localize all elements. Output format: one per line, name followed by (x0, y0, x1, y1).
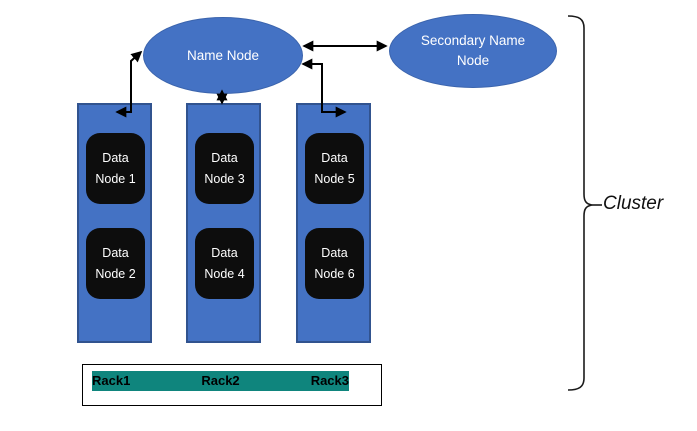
rack1-label: Rack1 (92, 373, 131, 388)
cluster-brace (567, 15, 593, 391)
rack3-label: Rack3 (310, 373, 349, 388)
name-node-label: Name Node (186, 47, 260, 63)
rack-1: Data Node 1 Data Node 2 (77, 103, 152, 343)
cluster-label: Cluster (603, 193, 664, 214)
secondary-name-node-label: Secondary Name Node (420, 33, 526, 68)
data-node-1: Data Node 1 (86, 133, 145, 204)
data-node-5-label: Data Node 5 (314, 150, 355, 186)
data-node-3: Data Node 3 (195, 133, 254, 204)
rack2-label: Rack2 (201, 373, 240, 388)
secondary-name-node-ellipse: Secondary Name Node (389, 14, 557, 88)
rack-label-bar: Rack1 Rack2 Rack3 (92, 371, 349, 391)
data-node-5: Data Node 5 (305, 133, 364, 204)
rack-2: Data Node 3 Data Node 4 (186, 103, 261, 343)
rack-label-box: Rack1 Rack2 Rack3 (82, 364, 382, 406)
data-node-3-label: Data Node 3 (204, 150, 245, 186)
data-node-4-label: Data Node 4 (204, 245, 245, 281)
data-node-6: Data Node 6 (305, 228, 364, 299)
data-node-2-label: Data Node 2 (95, 245, 136, 281)
data-node-6-label: Data Node 6 (314, 245, 355, 281)
data-node-4: Data Node 4 (195, 228, 254, 299)
name-node-ellipse: Name Node (143, 17, 303, 94)
data-node-1-label: Data Node 1 (95, 150, 136, 186)
data-node-2: Data Node 2 (86, 228, 145, 299)
rack-3: Data Node 5 Data Node 6 (296, 103, 371, 343)
